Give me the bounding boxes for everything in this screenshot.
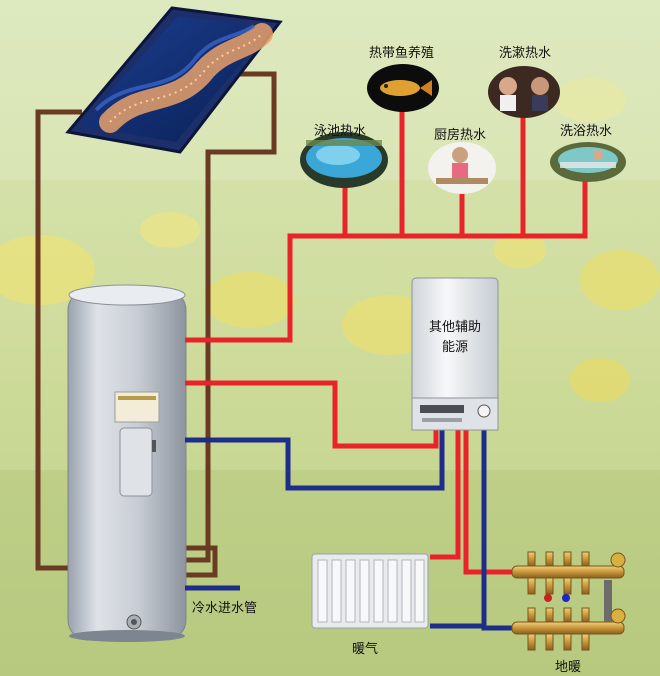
hot-water-pipes — [185, 105, 588, 575]
aux-energy-line2: 能源 — [441, 340, 468, 355]
radiator-icon — [311, 553, 429, 629]
floor-heating-label: 地暖 — [555, 660, 582, 675]
radiator-label: 暖气 — [352, 642, 379, 657]
storage-tank-icon — [67, 284, 187, 642]
manifold-icon — [511, 551, 626, 651]
fish-icon — [367, 64, 439, 112]
pool-icon — [300, 132, 388, 188]
pool-water-label: 泳池热水 — [314, 124, 367, 139]
aux-energy-label: 其他辅助 能源 — [414, 318, 496, 358]
aux-energy-line1: 其他辅助 — [428, 320, 481, 335]
collector-loop-pipe — [35, 71, 277, 578]
kitchen-water-label: 厨房热水 — [434, 128, 487, 143]
cold-inlet-label: 冷水进水管 — [192, 601, 258, 616]
fish-farming-label: 热带鱼养殖 — [369, 46, 435, 61]
return-water-pipes — [185, 430, 512, 631]
bath-water-label: 洗浴热水 — [560, 124, 613, 139]
gargle-water-label: 洗漱热水 — [499, 46, 552, 61]
kitchen-icon — [428, 142, 496, 194]
gargle-icon — [488, 66, 560, 118]
bathtub-icon — [550, 142, 626, 182]
boiler-icon — [411, 277, 499, 431]
solar-collector-icon — [65, 6, 283, 154]
